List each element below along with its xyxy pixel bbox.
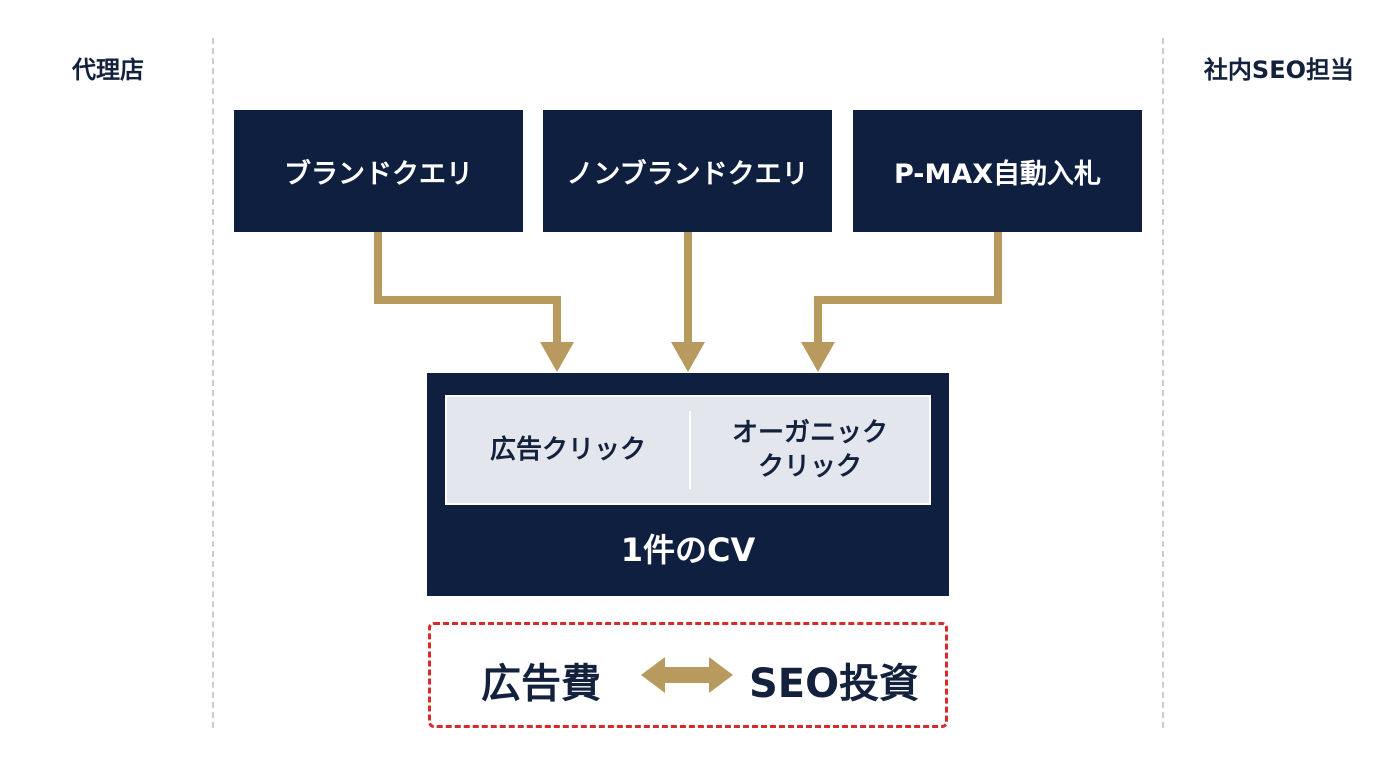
lane-divider-right bbox=[1162, 38, 1164, 728]
click-organic: オーガニック クリック bbox=[691, 397, 929, 503]
tradeoff-ad-spend: 広告費 bbox=[481, 661, 601, 707]
click-panel: 広告クリック オーガニック クリック bbox=[445, 395, 931, 505]
lane-label-inhouse-seo: 社内SEO担当 bbox=[1203, 56, 1354, 84]
source-box-label: P-MAX自動入札 bbox=[893, 158, 1102, 190]
source-box-brand-query: ブランドクエリ bbox=[234, 110, 523, 232]
arrowhead-brand bbox=[540, 342, 574, 372]
connector-brand bbox=[374, 232, 561, 346]
tradeoff-seo-investment: SEO投資 bbox=[749, 661, 920, 707]
double-arrow-icon bbox=[641, 657, 733, 693]
source-box-nonbrand-query: ノンブランドクエリ bbox=[543, 110, 832, 232]
source-box-label: ブランドクエリ bbox=[284, 158, 473, 190]
arrowhead-pmax bbox=[801, 342, 835, 372]
cv-label: 1件のCV bbox=[620, 531, 756, 569]
source-box-label: ノンブランドクエリ bbox=[566, 158, 809, 190]
click-ad: 広告クリック bbox=[447, 397, 689, 503]
organic-click-label-line2: クリック bbox=[757, 452, 862, 482]
connector-pmax bbox=[814, 232, 1002, 346]
click-panel-divider bbox=[689, 411, 691, 489]
tradeoff-box: 広告費 SEO投資 bbox=[428, 622, 948, 728]
source-box-pmax-bidding: P-MAX自動入札 bbox=[853, 110, 1142, 232]
lane-divider-left bbox=[212, 38, 214, 728]
cv-box: 広告クリック オーガニック クリック 1件のCV bbox=[427, 373, 949, 596]
lane-label-agency: 代理店 bbox=[72, 56, 144, 84]
ad-click-label: 広告クリック bbox=[489, 435, 646, 465]
organic-click-label-line1: オーガニック bbox=[731, 418, 888, 448]
arrowhead-nonbrand bbox=[671, 342, 705, 372]
